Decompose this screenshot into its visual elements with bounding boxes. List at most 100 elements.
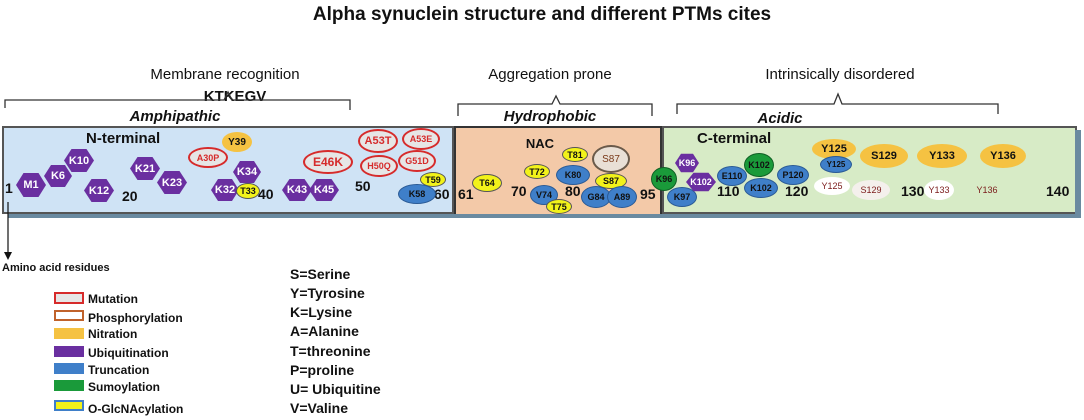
legend-swatch-phosphorylation <box>54 310 84 321</box>
ubiquitination-site: K34 <box>233 160 261 184</box>
residue-number: 95 <box>640 186 656 202</box>
sumoylation-site: K96 <box>651 167 677 191</box>
phosphorylation-site: S129 <box>852 180 890 200</box>
legend-label: Mutation <box>88 292 138 306</box>
glcnac-site: T72 <box>524 164 550 179</box>
abbreviation: T=threonine <box>290 343 371 359</box>
truncation-site: K58 <box>398 184 436 204</box>
abbreviation: K=Lysine <box>290 304 353 320</box>
legend-swatch-ubiquitination <box>54 346 84 357</box>
ubiquitination-site: K23 <box>157 171 187 194</box>
residues-arrow <box>4 202 12 260</box>
hydrophobic-label: Hydrophobic <box>503 108 597 125</box>
ubiquitination-site: K43 <box>282 178 312 202</box>
domain-shadow-bottom <box>8 214 1081 218</box>
phosphorylation-site: Y136 <box>970 180 1004 200</box>
truncation-site: G84 <box>581 186 611 208</box>
residue-number: 20 <box>122 188 138 204</box>
ubiquitination-site: K96 <box>675 153 699 173</box>
residue-number: 120 <box>785 183 809 199</box>
membrane-recognition-label: Membrane recognition <box>150 66 300 83</box>
ubiquitination-site: K45 <box>309 178 339 202</box>
abbreviation: V=Valine <box>290 400 348 416</box>
residue-number: 80 <box>565 183 581 199</box>
legend-label: Sumoylation <box>88 380 161 394</box>
ubiquitination-site: K10 <box>64 149 94 172</box>
truncation-site: K97 <box>667 187 697 207</box>
motif-label: KTKEGV <box>203 88 267 105</box>
nitration-site: Y39 <box>222 132 252 152</box>
glcnac-site: T75 <box>546 199 572 214</box>
ubiquitination-site: K32 <box>211 178 239 202</box>
membrane-brace <box>4 90 351 110</box>
mutation-site: A53T <box>358 129 398 153</box>
amphipathic-label: Amphipathic <box>129 108 221 125</box>
ubiquitination-site: M1 <box>16 173 46 197</box>
truncation-site: A89 <box>607 186 637 208</box>
mutation-site: E46K <box>303 150 353 174</box>
glcnac-site: T59 <box>420 172 446 187</box>
residue-number: 70 <box>511 183 527 199</box>
n-terminal-label: N-terminal <box>86 130 161 147</box>
c-terminal-label: C-terminal <box>697 130 772 147</box>
legend: Mutation Phosphorylation Nitration Ubiqu… <box>54 290 284 420</box>
ubiquitination-site: K102 <box>686 172 716 192</box>
aggregation-brace <box>457 94 653 116</box>
phosphorylation-site: Y125 <box>814 177 850 195</box>
nitration-site: Y125 <box>812 139 856 159</box>
glcnac-site: T33 <box>236 183 260 199</box>
nac-label: NAC <box>525 136 555 151</box>
residue-number: 1 <box>5 180 13 196</box>
disordered-brace <box>676 92 999 114</box>
truncation-site: K102 <box>744 178 778 198</box>
mutation-site: G51D <box>398 150 436 172</box>
legend-swatch-sumoylation <box>54 380 84 391</box>
legend-label: Ubiquitination <box>88 346 169 360</box>
abbreviation: Y=Tyrosine <box>290 285 365 301</box>
legend-label: O-GlcNAcylation <box>88 402 184 416</box>
sumoylation-site: K102 <box>744 153 774 177</box>
ubiquitination-site: K21 <box>130 157 160 180</box>
truncation-site: E110 <box>717 166 747 186</box>
acidic-label: Acidic <box>757 110 803 127</box>
phosphorylation-site: S87 <box>592 145 630 173</box>
legend-label: Truncation <box>88 363 150 377</box>
aggregation-prone-label: Aggregation prone <box>488 66 612 83</box>
truncation-site: P120 <box>777 165 809 185</box>
abbreviation: A=Alanine <box>290 323 359 339</box>
mutation-site: A30P <box>188 147 228 168</box>
ubiquitination-site: K6 <box>44 164 72 188</box>
legend-swatch-glcnac <box>54 400 84 411</box>
truncation-site: K80 <box>556 165 590 185</box>
residue-number: 50 <box>355 178 371 194</box>
intrinsically-disordered-label: Intrinsically disordered <box>765 66 915 83</box>
abbreviation: U= Ubiquitine <box>290 381 381 397</box>
residue-number: 60 <box>434 186 450 202</box>
legend-swatch-mutation <box>54 292 84 304</box>
abbreviation: P=proline <box>290 362 355 378</box>
glcnac-site: T64 <box>472 174 502 192</box>
region-braces <box>4 90 999 116</box>
domain-shadow <box>1075 130 1081 216</box>
residue-number: 40 <box>258 186 274 202</box>
residue-number: 110 <box>717 183 740 199</box>
truncation-site: Y125 <box>820 156 852 173</box>
nitration-site: Y136 <box>980 144 1026 168</box>
abbreviation: S=Serine <box>290 266 351 282</box>
residue-number: 61 <box>458 186 474 202</box>
legend-swatch-truncation <box>54 363 84 374</box>
mutation-site: H50Q <box>360 155 398 177</box>
ubiquitination-site: K12 <box>84 179 114 202</box>
residue-number: 140 <box>1046 183 1070 199</box>
glcnac-site: T81 <box>562 147 588 162</box>
legend-label: Phosphorylation <box>88 311 183 325</box>
nitration-site: S129 <box>860 144 908 168</box>
legend-label: Nitration <box>88 327 138 341</box>
residue-number: 130 <box>901 183 925 199</box>
amino-acid-residues-label: Amino acid residues <box>2 262 110 274</box>
phosphorylation-site: Y133 <box>924 180 954 200</box>
nitration-site: Y133 <box>917 144 967 168</box>
legend-swatch-nitration <box>54 328 84 339</box>
mutation-site: A53E <box>402 128 440 150</box>
figure-title: Alpha synuclein structure and different … <box>312 4 772 25</box>
